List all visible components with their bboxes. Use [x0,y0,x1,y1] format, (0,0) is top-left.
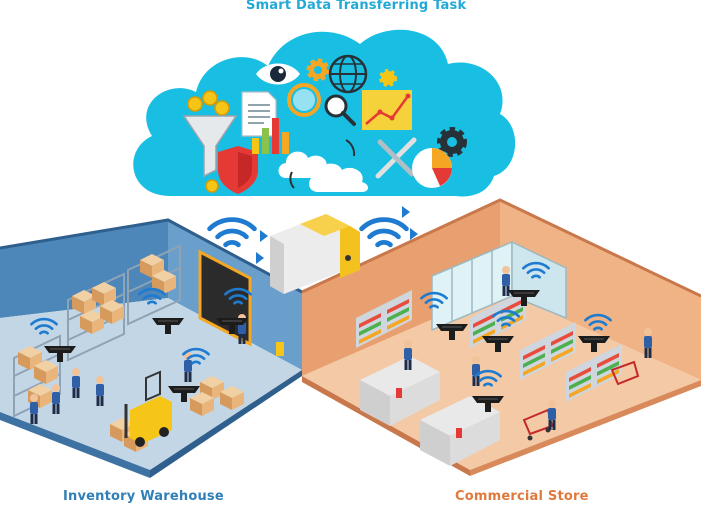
warehouse-label: Inventory Warehouse [63,489,224,504]
shield-icon [218,146,258,194]
magnifier-icon [287,83,356,126]
store-checkouts [360,356,500,466]
diagram-title: Smart Data Transferring Task [246,0,467,13]
gears-icon [306,58,467,157]
line-chart-icon [362,90,412,130]
cloud-sync-icon [278,139,368,192]
store-label: Commercial Store [455,489,589,504]
eye-icon [256,63,300,85]
gateway-device [270,214,360,294]
forklift-icon [124,370,172,447]
bar-chart-icon [252,118,289,154]
document-icon [241,91,277,137]
wrench-icon [375,137,417,179]
transfer-arrows [256,206,418,264]
coins-funnel-icon [182,90,238,193]
globe-icon [328,54,368,94]
pie-chart-icon [412,148,452,188]
shopping-cart-icon [522,360,640,441]
